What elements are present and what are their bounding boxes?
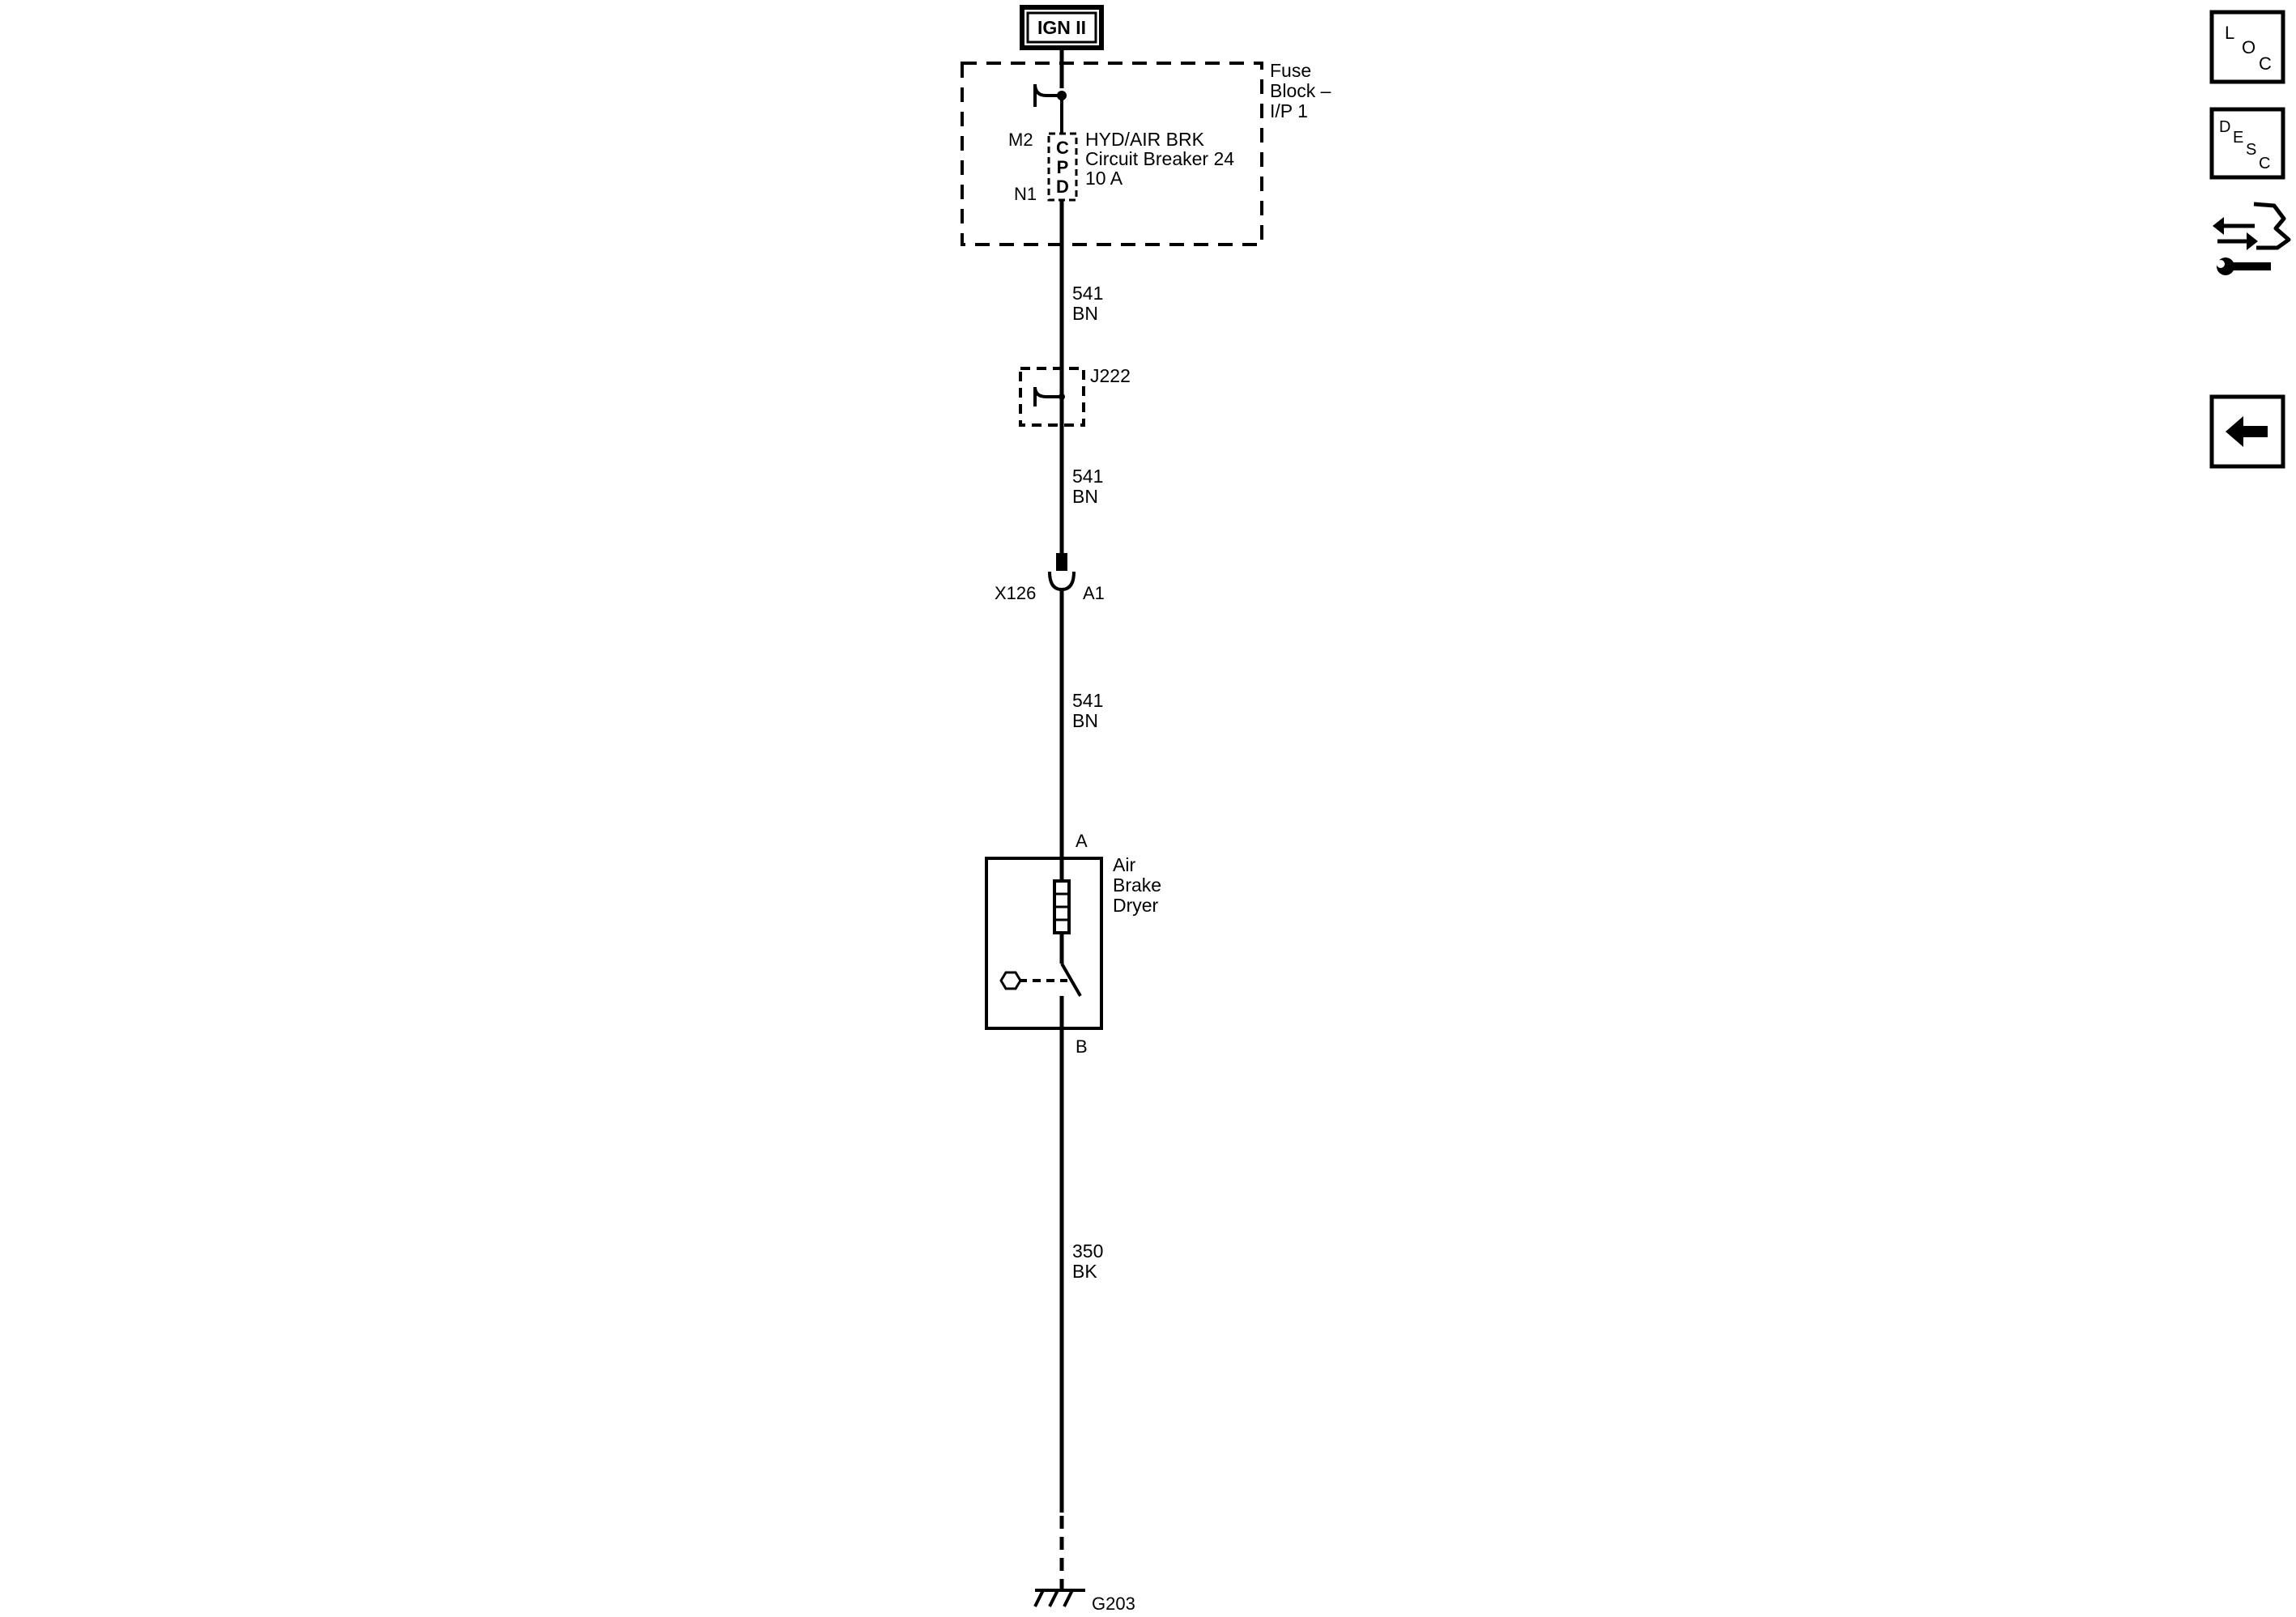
connector-name: X126 [995,583,1036,603]
loc-letter-o: O [2242,37,2256,57]
wire-2-circuit: 541 [1072,466,1103,487]
back-arrow-icon [2226,416,2268,447]
circuit-breaker-cpd: C P D M2 N1 HYD/AIR BRK Circuit Breaker … [1008,129,1234,204]
fuse-block-internal-connector [1033,83,1067,134]
cpd-letter-d: D [1056,177,1069,197]
terminal-n1: N1 [1014,184,1037,204]
fuse-block-label-2: Block – [1270,80,1331,101]
fuse-block-label-3: I/P 1 [1270,100,1308,121]
desc-letter-c: C [2259,155,2270,172]
back-arrow-button[interactable] [2209,394,2285,469]
wire-2-color: BN [1072,486,1098,507]
dryer-pin-b: B [1076,1036,1088,1057]
connector-x126: X126 A1 [995,553,1105,603]
fuse-block-label-1: Fuse [1270,60,1311,81]
wire-4-circuit: 350 [1072,1240,1103,1262]
fuse-block: Fuse Block – I/P 1 [961,60,1331,246]
loc-button[interactable]: L O C [2209,10,2285,84]
breaker-name-2: Circuit Breaker 24 [1085,148,1234,169]
diagnostic-connector-wrench-icon[interactable] [2213,202,2291,275]
loc-letter-c: C [2259,53,2272,74]
wire-3-circuit: 541 [1072,690,1103,711]
dryer-label-1: Air [1113,854,1135,875]
breaker-rating: 10 A [1085,168,1123,189]
ground-g203: G203 [1033,1589,1135,1614]
terminal-m2: M2 [1008,130,1033,150]
splice-label: J222 [1090,365,1131,386]
temperature-sensor-icon [999,971,1022,990]
cpd-letter-p: P [1057,157,1069,177]
connector-pin: A1 [1083,583,1105,603]
ign-label: IGN II [1037,17,1086,38]
desc-letter-s: S [2246,141,2256,159]
cpd-letter-c: C [1056,138,1069,158]
air-brake-dryer: A B Air Brake Dryer [985,831,1161,1057]
wire-4-color: BK [1072,1261,1097,1282]
dryer-pin-a: A [1076,831,1088,851]
ign-power-source: IGN II [1020,5,1104,50]
splice-j222: J222 [1019,365,1131,427]
wire-3-color: BN [1072,710,1098,731]
dryer-label-3: Dryer [1113,895,1159,916]
wire-1-circuit: 541 [1072,283,1103,304]
desc-button[interactable]: D E S C [2209,107,2285,180]
desc-letter-d: D [2219,118,2230,136]
breaker-name-1: HYD/AIR BRK [1085,129,1205,150]
dryer-label-2: Brake [1113,874,1161,896]
desc-letter-e: E [2233,129,2243,147]
loc-letter-l: L [2225,23,2234,43]
wire-1-color: BN [1072,303,1098,324]
ground-label: G203 [1092,1594,1135,1614]
